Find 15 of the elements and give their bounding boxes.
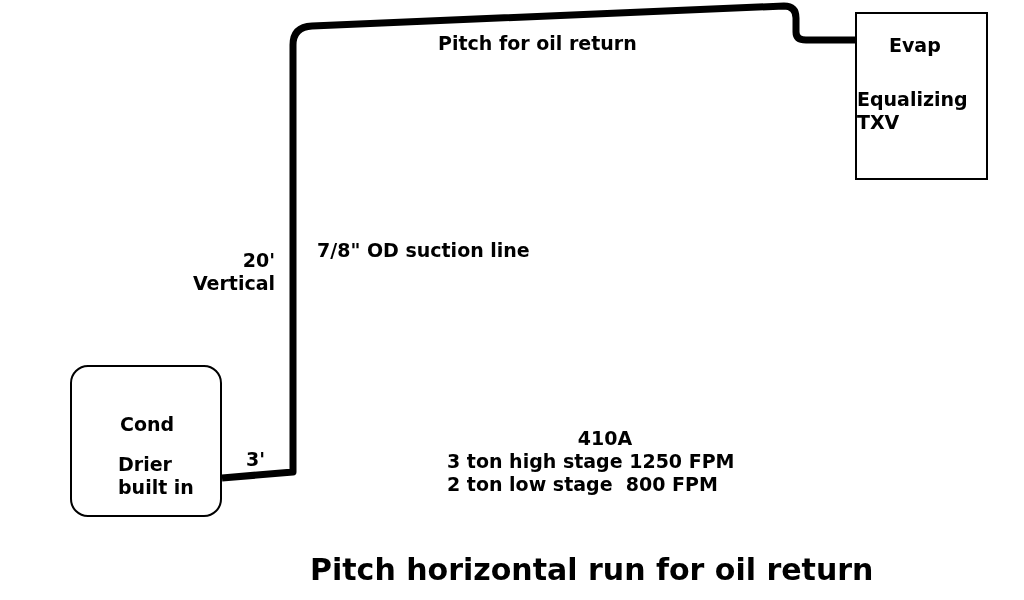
- annotation-text: 410A: [576, 427, 634, 450]
- unit-box: [855, 12, 988, 180]
- annotation-text: 20' Vertical: [191, 249, 275, 295]
- suction-line: [221, 2, 855, 482]
- unit-note: Equalizing TXV: [857, 88, 969, 134]
- annotation-text: 3 ton high stage 1250 FPM: [447, 450, 735, 473]
- unit-name: Cond: [120, 413, 176, 436]
- annotation-text: 7/8" OD suction line: [317, 239, 530, 262]
- unit-box: [70, 365, 222, 517]
- unit-name: Evap: [889, 34, 942, 57]
- annotation-text: 3': [246, 448, 266, 471]
- note-text: Pitch horizontal run for oil return: [310, 552, 874, 588]
- unit-note: Drier built in: [118, 453, 195, 499]
- annotation-text: Pitch for oil return: [438, 32, 637, 55]
- annotation-text: 2 ton low stage 800 FPM: [447, 473, 718, 496]
